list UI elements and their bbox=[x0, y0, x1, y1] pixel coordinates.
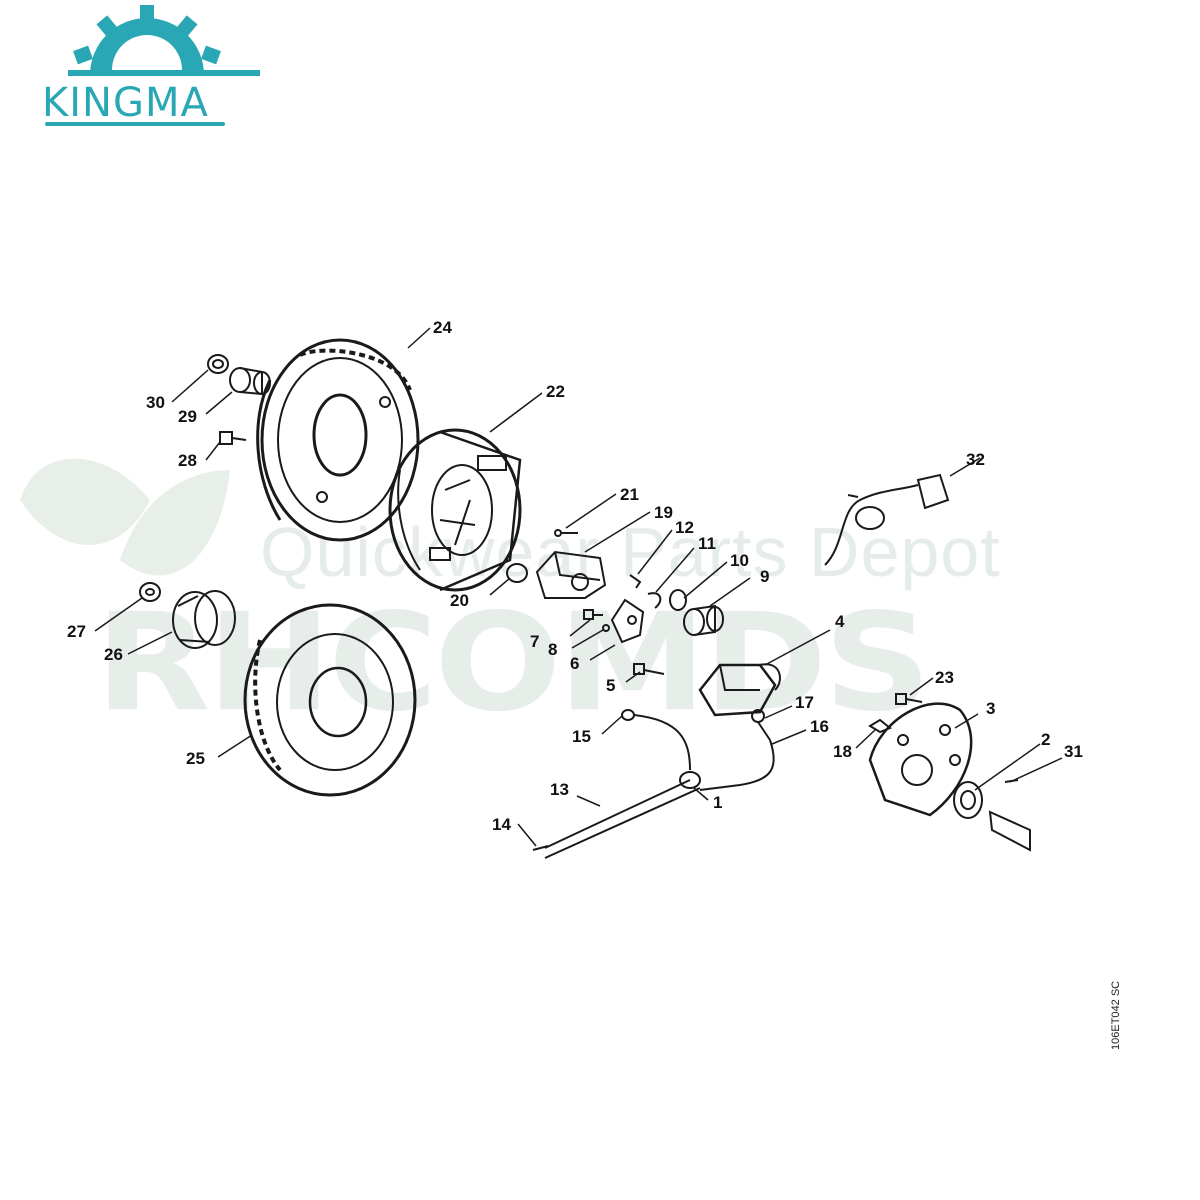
part-13-wire bbox=[544, 779, 701, 859]
callout-28: 28 bbox=[178, 451, 197, 470]
callout-16: 16 bbox=[810, 717, 829, 736]
callout-5: 5 bbox=[606, 676, 615, 695]
part-16-wire bbox=[699, 739, 775, 791]
drawing-code: 106ET042 SC bbox=[1110, 980, 1122, 1050]
callout-26: 26 bbox=[104, 645, 123, 664]
callout-9: 9 bbox=[760, 567, 769, 586]
part-15-terminal bbox=[621, 709, 691, 771]
part-26-bearing-ring bbox=[172, 590, 236, 649]
part-6-bracket bbox=[610, 598, 645, 644]
part-23-screw bbox=[895, 693, 923, 705]
callout-11: 11 bbox=[698, 534, 716, 553]
callout-24: 24 bbox=[433, 318, 452, 337]
callout-23: 23 bbox=[935, 668, 954, 687]
part-27-washer bbox=[139, 582, 161, 602]
part-11-pawl bbox=[647, 592, 662, 609]
callout-6: 6 bbox=[570, 654, 579, 673]
part-32-sensor bbox=[824, 473, 950, 566]
callout-25: 25 bbox=[186, 749, 205, 768]
part-30-nut bbox=[207, 354, 229, 374]
callout-14: 14 bbox=[492, 815, 511, 834]
part-10-washer bbox=[669, 589, 687, 611]
callout-31: 31 bbox=[1064, 742, 1083, 761]
callout-22: 22 bbox=[546, 382, 565, 401]
callout-8: 8 bbox=[548, 640, 557, 659]
part-7-screw bbox=[583, 609, 603, 620]
part-28-screw bbox=[219, 431, 247, 445]
part-2-seal bbox=[953, 781, 983, 819]
callout-2: 2 bbox=[1041, 730, 1050, 749]
callout-21: 21 bbox=[620, 485, 639, 504]
part-12-spring bbox=[629, 574, 642, 589]
callout-19: 19 bbox=[654, 503, 673, 522]
part-9-roller bbox=[683, 604, 724, 636]
leader-lines bbox=[94, 327, 1063, 847]
callout-10: 10 bbox=[730, 551, 749, 570]
part-22-flywheel bbox=[388, 428, 522, 592]
part-5-screw bbox=[633, 663, 665, 675]
callout-17: 17 bbox=[795, 693, 814, 712]
callout-20: 20 bbox=[450, 591, 469, 610]
part-19-ignition-module bbox=[535, 550, 607, 599]
gear-icon bbox=[45, 5, 260, 126]
callout-3: 3 bbox=[986, 699, 995, 718]
part-20-nut bbox=[506, 563, 528, 583]
part-8-washer bbox=[602, 624, 610, 632]
callout-labels: 24 22 32 21 19 12 11 10 9 20 7 8 6 4 5 2… bbox=[67, 318, 1083, 834]
part-14-wire-end bbox=[532, 845, 549, 851]
part-25-starter-cup bbox=[243, 603, 417, 797]
part-24-fan-wheel bbox=[256, 338, 420, 542]
part-4-ignition-coil bbox=[698, 663, 781, 723]
callout-27: 27 bbox=[67, 622, 86, 641]
callout-12: 12 bbox=[675, 518, 694, 537]
part-29-sleeve bbox=[229, 367, 271, 396]
callout-30: 30 bbox=[146, 393, 165, 412]
callout-15: 15 bbox=[572, 727, 591, 746]
callout-32: 32 bbox=[966, 450, 985, 469]
callout-4: 4 bbox=[835, 612, 845, 631]
callout-29: 29 bbox=[178, 407, 197, 426]
part-1-grommet bbox=[679, 771, 701, 789]
part-17-connector bbox=[757, 721, 771, 741]
part-21-screw bbox=[554, 529, 578, 537]
callout-7: 7 bbox=[530, 632, 539, 651]
brand-logo-text: KINGMA bbox=[42, 80, 209, 126]
watermark-text: Quickwear Parts Depot bbox=[260, 513, 1001, 591]
callout-13: 13 bbox=[550, 780, 569, 799]
crankshaft bbox=[988, 810, 1031, 852]
part-18-clip bbox=[868, 718, 892, 734]
callout-1: 1 bbox=[713, 793, 722, 812]
part-3-stator-plate bbox=[868, 702, 973, 817]
callout-18: 18 bbox=[833, 742, 852, 761]
